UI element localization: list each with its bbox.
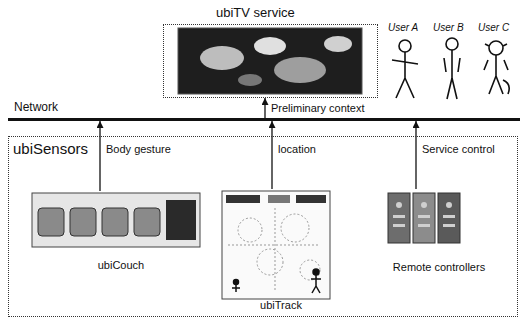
connector	[271, 121, 272, 189]
track-person	[232, 269, 321, 293]
track-map	[222, 191, 330, 299]
sensor-box: Remote controllers	[377, 189, 501, 275]
screen-fish	[254, 37, 286, 55]
screen-fish	[200, 46, 244, 70]
group-title: ubiTV service	[216, 6, 295, 21]
user-label: User B	[433, 22, 464, 34]
sensor-box: ubiCouch	[31, 191, 211, 273]
group-title: ubiSensors	[13, 140, 88, 157]
couch-photo	[32, 193, 200, 247]
user-label: User A	[388, 22, 418, 34]
edge-label: Body gesture	[105, 143, 172, 156]
tv-screen	[178, 28, 362, 94]
screen-fish	[324, 36, 352, 52]
screen-fish	[274, 57, 326, 83]
screen-fish	[238, 74, 262, 86]
network-bus: Network	[8, 118, 520, 121]
box-label: ubiTrack	[221, 299, 341, 312]
group-title: Network	[14, 101, 58, 115]
connector	[99, 121, 100, 191]
box-label: Remote controllers	[377, 261, 501, 274]
sensor-box: ubiTrack	[221, 189, 341, 313]
connector	[264, 98, 265, 118]
track-toolbar	[296, 195, 326, 203]
sensor-group: ubiCouch ubiTrack Remote controllers ubiSen…	[8, 136, 518, 317]
box-label: ubiCouch	[31, 259, 211, 272]
edge-label: Preliminary context	[270, 102, 366, 115]
edge-label: location	[277, 143, 317, 156]
couch-display	[166, 200, 196, 240]
user-label: User C	[478, 22, 509, 34]
couch-seats	[38, 208, 160, 236]
service-box: ubiTV service	[163, 24, 378, 98]
remote-photos	[388, 193, 460, 243]
user-figures	[392, 38, 509, 99]
track-toolbar	[268, 195, 290, 203]
track-toolbar	[226, 195, 260, 203]
edge-label: Service control	[421, 143, 496, 156]
connector	[415, 121, 416, 189]
track-zones	[228, 208, 320, 292]
remote-buttons	[393, 202, 455, 227]
